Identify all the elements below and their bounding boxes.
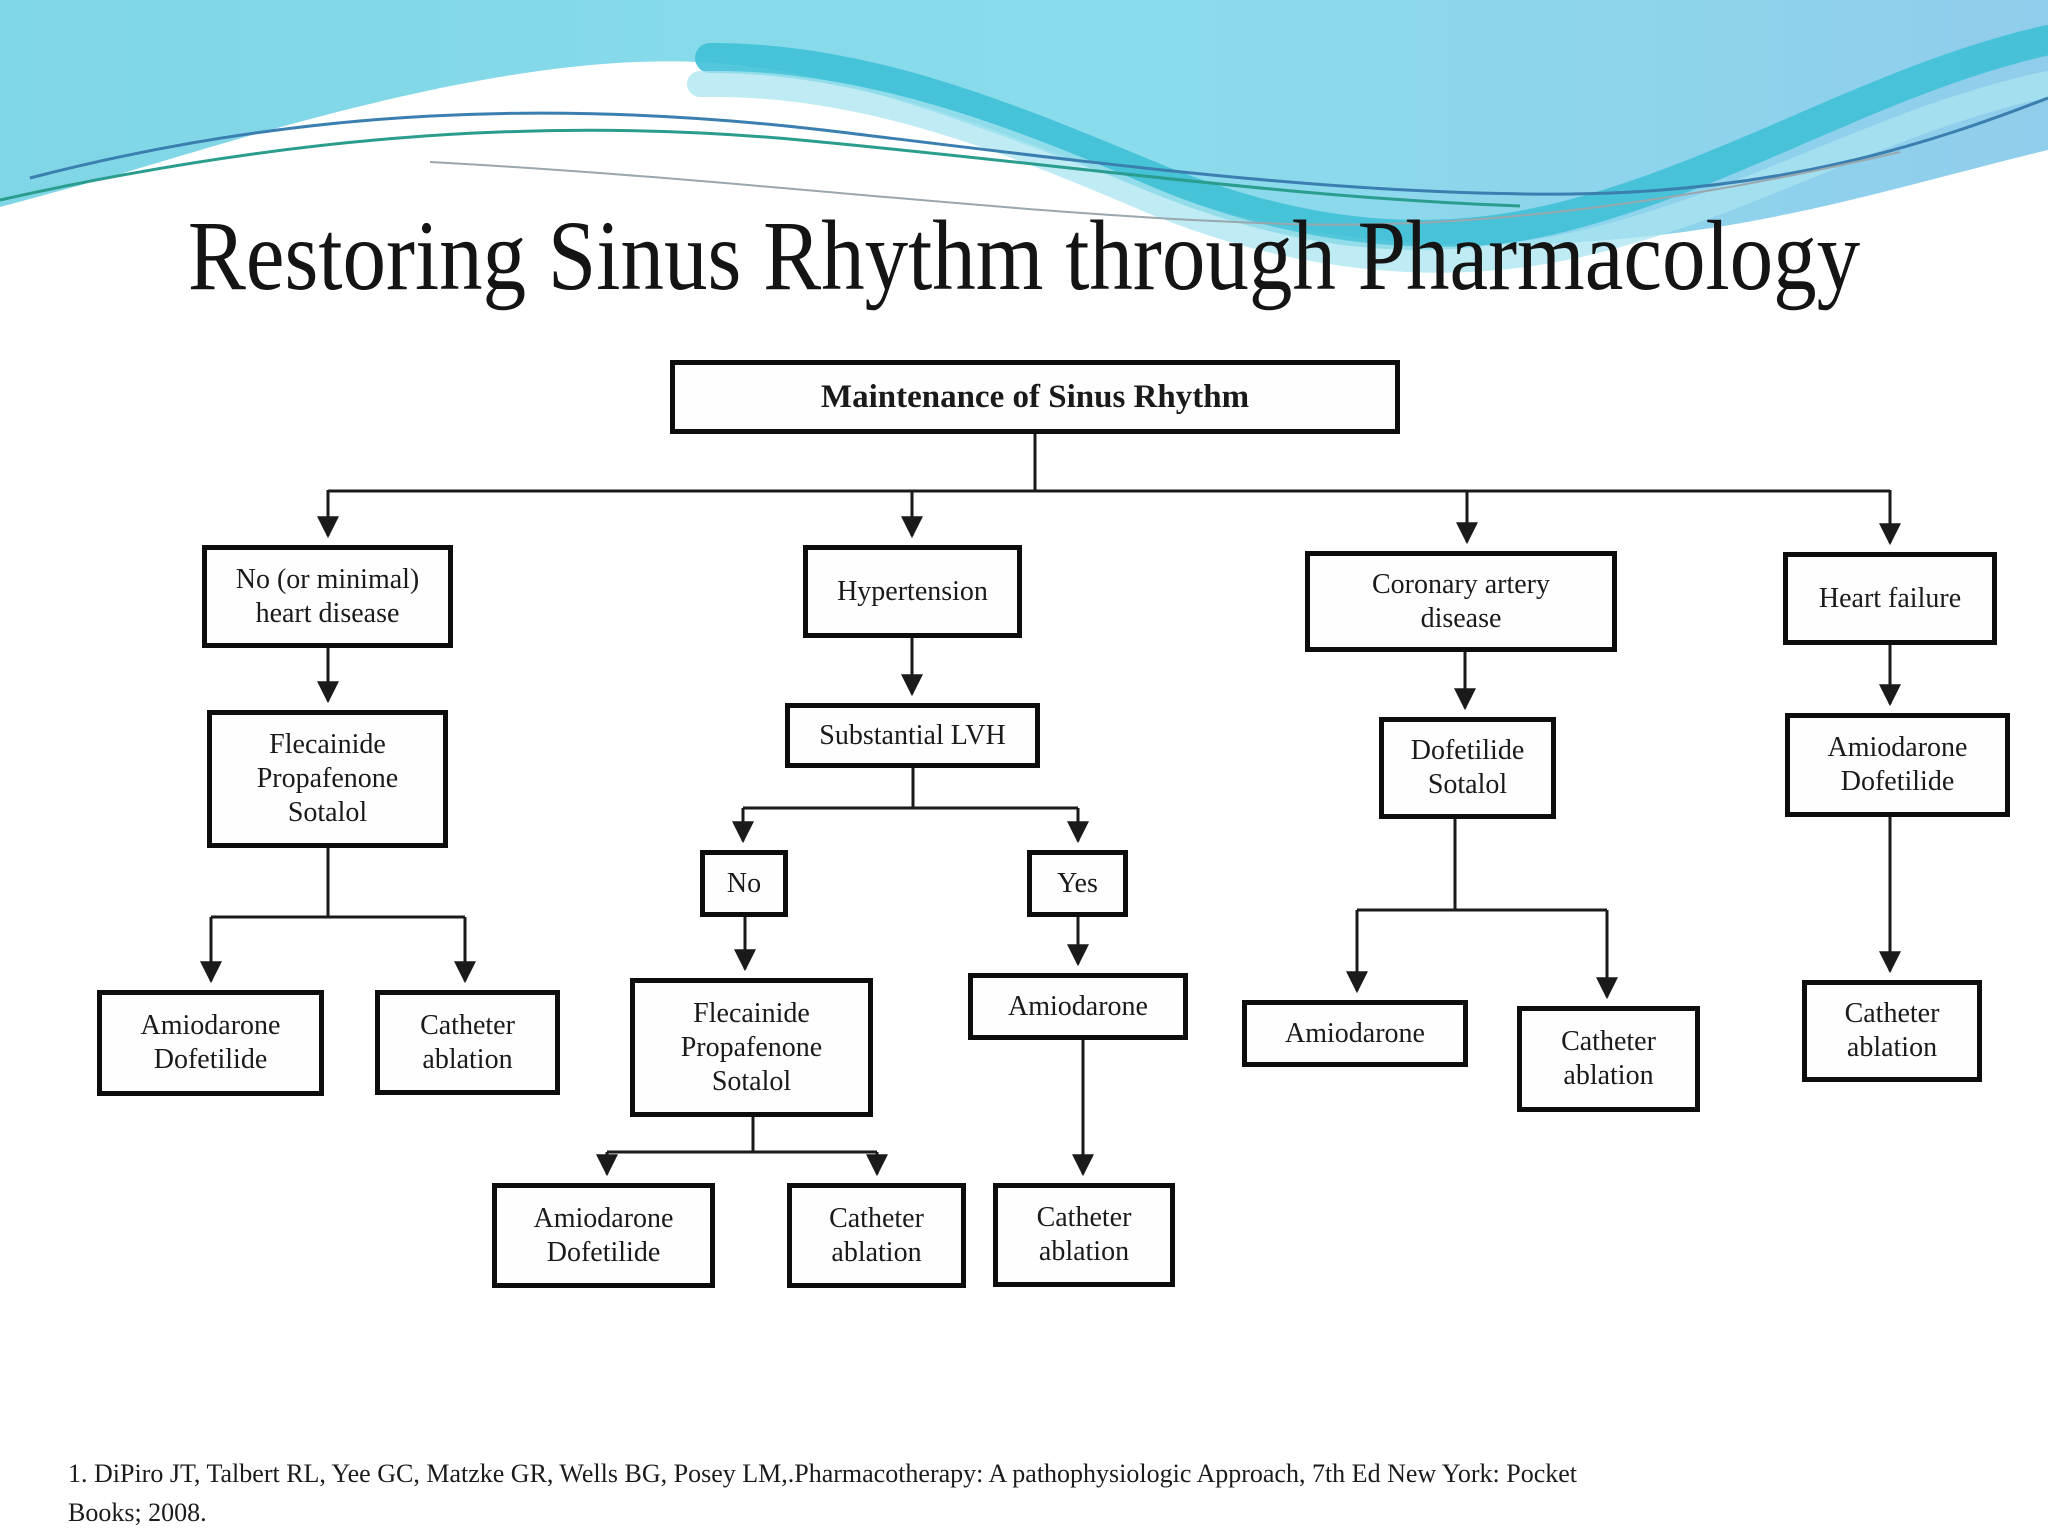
wave-line-teal <box>0 128 1521 208</box>
flow-node-catheter-ablation-4: Catheter ablation <box>1517 1006 1700 1112</box>
citation: 1. DiPiro JT, Talbert RL, Yee GC, Matzke… <box>68 1454 1577 1532</box>
header-wave-decoration <box>0 0 2048 273</box>
citation-line-2: Books; 2008. <box>68 1498 207 1527</box>
connector-trunk-lines <box>211 434 1890 1154</box>
flow-node-substantial-lvh: Substantial LVH <box>785 703 1040 768</box>
flow-node-heart-failure: Heart failure <box>1783 552 1997 645</box>
flow-node-dofetilide-sotalol: Dofetilide Sotalol <box>1379 717 1556 819</box>
flow-node-catheter-ablation-2: Catheter ablation <box>787 1183 966 1288</box>
flow-node-no-heart-disease: No (or minimal) heart disease <box>202 545 453 648</box>
flow-node-hypertension: Hypertension <box>803 545 1022 638</box>
wave-ribbon-aqua <box>687 70 2048 273</box>
wave-line-blue <box>29 96 2048 196</box>
flow-node-flecainide-1: Flecainide Propafenone Sotalol <box>207 710 448 848</box>
citation-line-1: 1. DiPiro JT, Talbert RL, Yee GC, Matzke… <box>68 1459 1578 1488</box>
flow-node-flecainide-2: Flecainide Propafenone Sotalol <box>630 978 873 1117</box>
flow-node-catheter-ablation-5: Catheter ablation <box>1802 980 1982 1082</box>
slide-title: Restoring Sinus Rhythm through Pharmacol… <box>187 200 1861 311</box>
flow-node-amiodarone-dofetilide-3: Amiodarone Dofetilide <box>1785 713 2010 817</box>
flow-node-coronary-artery-disease: Coronary artery disease <box>1305 551 1617 652</box>
wave-line-grey <box>429 151 1901 226</box>
flow-node-catheter-ablation-3: Catheter ablation <box>993 1183 1175 1287</box>
flow-node-amiodarone-yes: Amiodarone <box>968 973 1188 1040</box>
flow-node-amiodarone-cad: Amiodarone <box>1242 1000 1468 1067</box>
wave-ribbon-teal <box>695 25 2048 250</box>
flow-node-yes: Yes <box>1027 850 1128 917</box>
flow-node-no: No <box>700 850 788 917</box>
flow-node-amiodarone-dofetilide-2: Amiodarone Dofetilide <box>492 1183 715 1288</box>
flow-node-amiodarone-dofetilide-1: Amiodarone Dofetilide <box>97 990 324 1096</box>
flow-node-catheter-ablation-1: Catheter ablation <box>375 990 560 1095</box>
flow-node-maintenance: Maintenance of Sinus Rhythm <box>670 360 1400 434</box>
